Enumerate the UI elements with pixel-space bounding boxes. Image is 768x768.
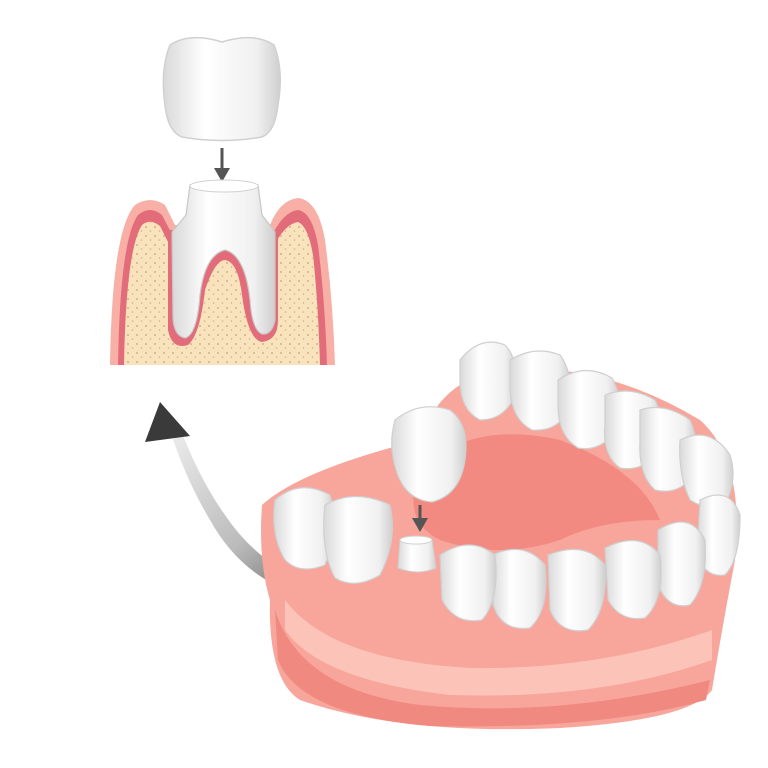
tooth (323, 496, 394, 584)
tooth (439, 544, 497, 622)
tooth (657, 521, 707, 607)
jaw-crown (391, 406, 467, 503)
jaw-abutment (397, 535, 437, 573)
arrow-down-icon (214, 148, 230, 182)
crown (162, 36, 281, 142)
tooth (604, 539, 662, 620)
tooth (491, 548, 547, 630)
arrow-down-icon (412, 505, 428, 532)
tooth (547, 548, 606, 632)
teeth (273, 341, 741, 632)
tooth (273, 487, 335, 570)
tooth (696, 494, 741, 576)
tooth (459, 341, 517, 421)
abutment (171, 179, 276, 339)
